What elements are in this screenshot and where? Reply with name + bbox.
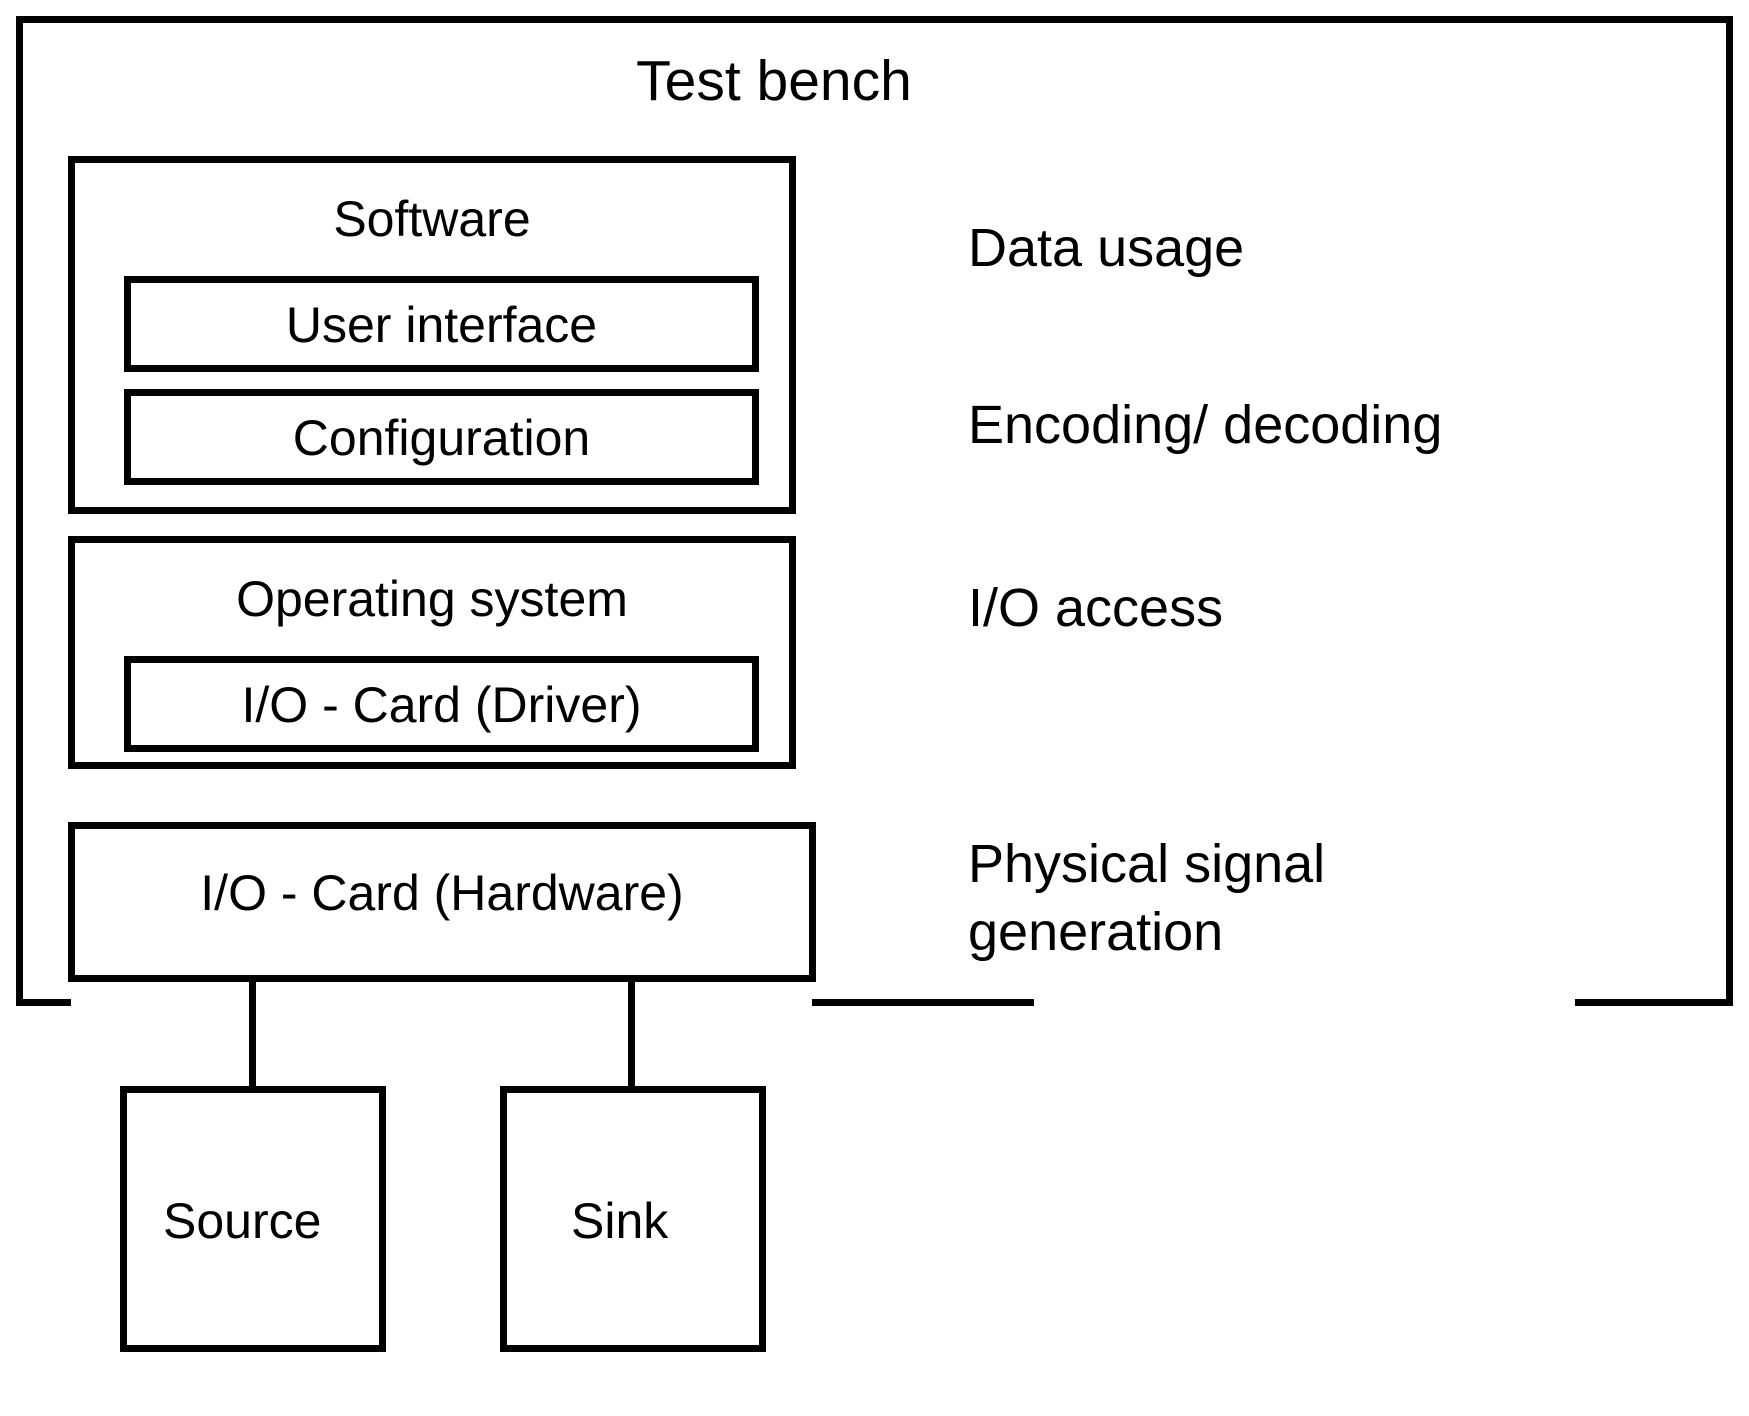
test-bench-frame-bottom-right-stub [1575, 999, 1733, 1006]
source-box-label: Source [163, 1193, 322, 1249]
software-box-label: Software [333, 191, 531, 247]
hardware-to-source-connector [249, 982, 256, 1086]
test-bench-frame-left [16, 16, 23, 1006]
hardware-to-physical-signal-connector [812, 999, 1034, 1006]
annotation-data-usage: Data usage [968, 218, 1245, 278]
sink-box[interactable]: Sink [500, 1086, 766, 1352]
annotation-physical-signal-generation-line2: generation [968, 902, 1224, 962]
hardware-to-sink-connector [628, 982, 635, 1086]
user-interface-box-label: User interface [285, 297, 598, 353]
io-card-hardware-box[interactable]: I/O - Card (Hardware) [68, 822, 816, 982]
source-box[interactable]: Source [120, 1086, 386, 1352]
test-bench-frame-right [1726, 16, 1733, 1006]
io-card-driver-box-label: I/O - Card (Driver) [241, 677, 642, 733]
annotation-physical-signal-generation-line1: Physical signal [968, 834, 1326, 894]
user-interface-box[interactable]: User interface [124, 276, 759, 372]
io-card-driver-box[interactable]: I/O - Card (Driver) [124, 656, 759, 752]
io-card-hardware-box-label: I/O - Card (Hardware) [200, 865, 684, 921]
sink-box-label: Sink [571, 1193, 669, 1249]
operating-system-box-label: Operating system [236, 571, 628, 627]
operating-system-box[interactable]: Operating system I/O - Card (Driver) [68, 536, 796, 769]
test-bench-frame-top [16, 16, 1733, 23]
annotation-io-access: I/O access [968, 578, 1224, 638]
software-box[interactable]: Software User interface Configuration [68, 156, 796, 514]
page-title: Test bench [636, 49, 912, 113]
annotation-encoding-decoding: Encoding/ decoding [968, 395, 1443, 455]
test-bench-frame-bottom-left-stub [16, 999, 71, 1006]
configuration-box-label: Configuration [292, 410, 591, 466]
configuration-box[interactable]: Configuration [124, 389, 759, 485]
